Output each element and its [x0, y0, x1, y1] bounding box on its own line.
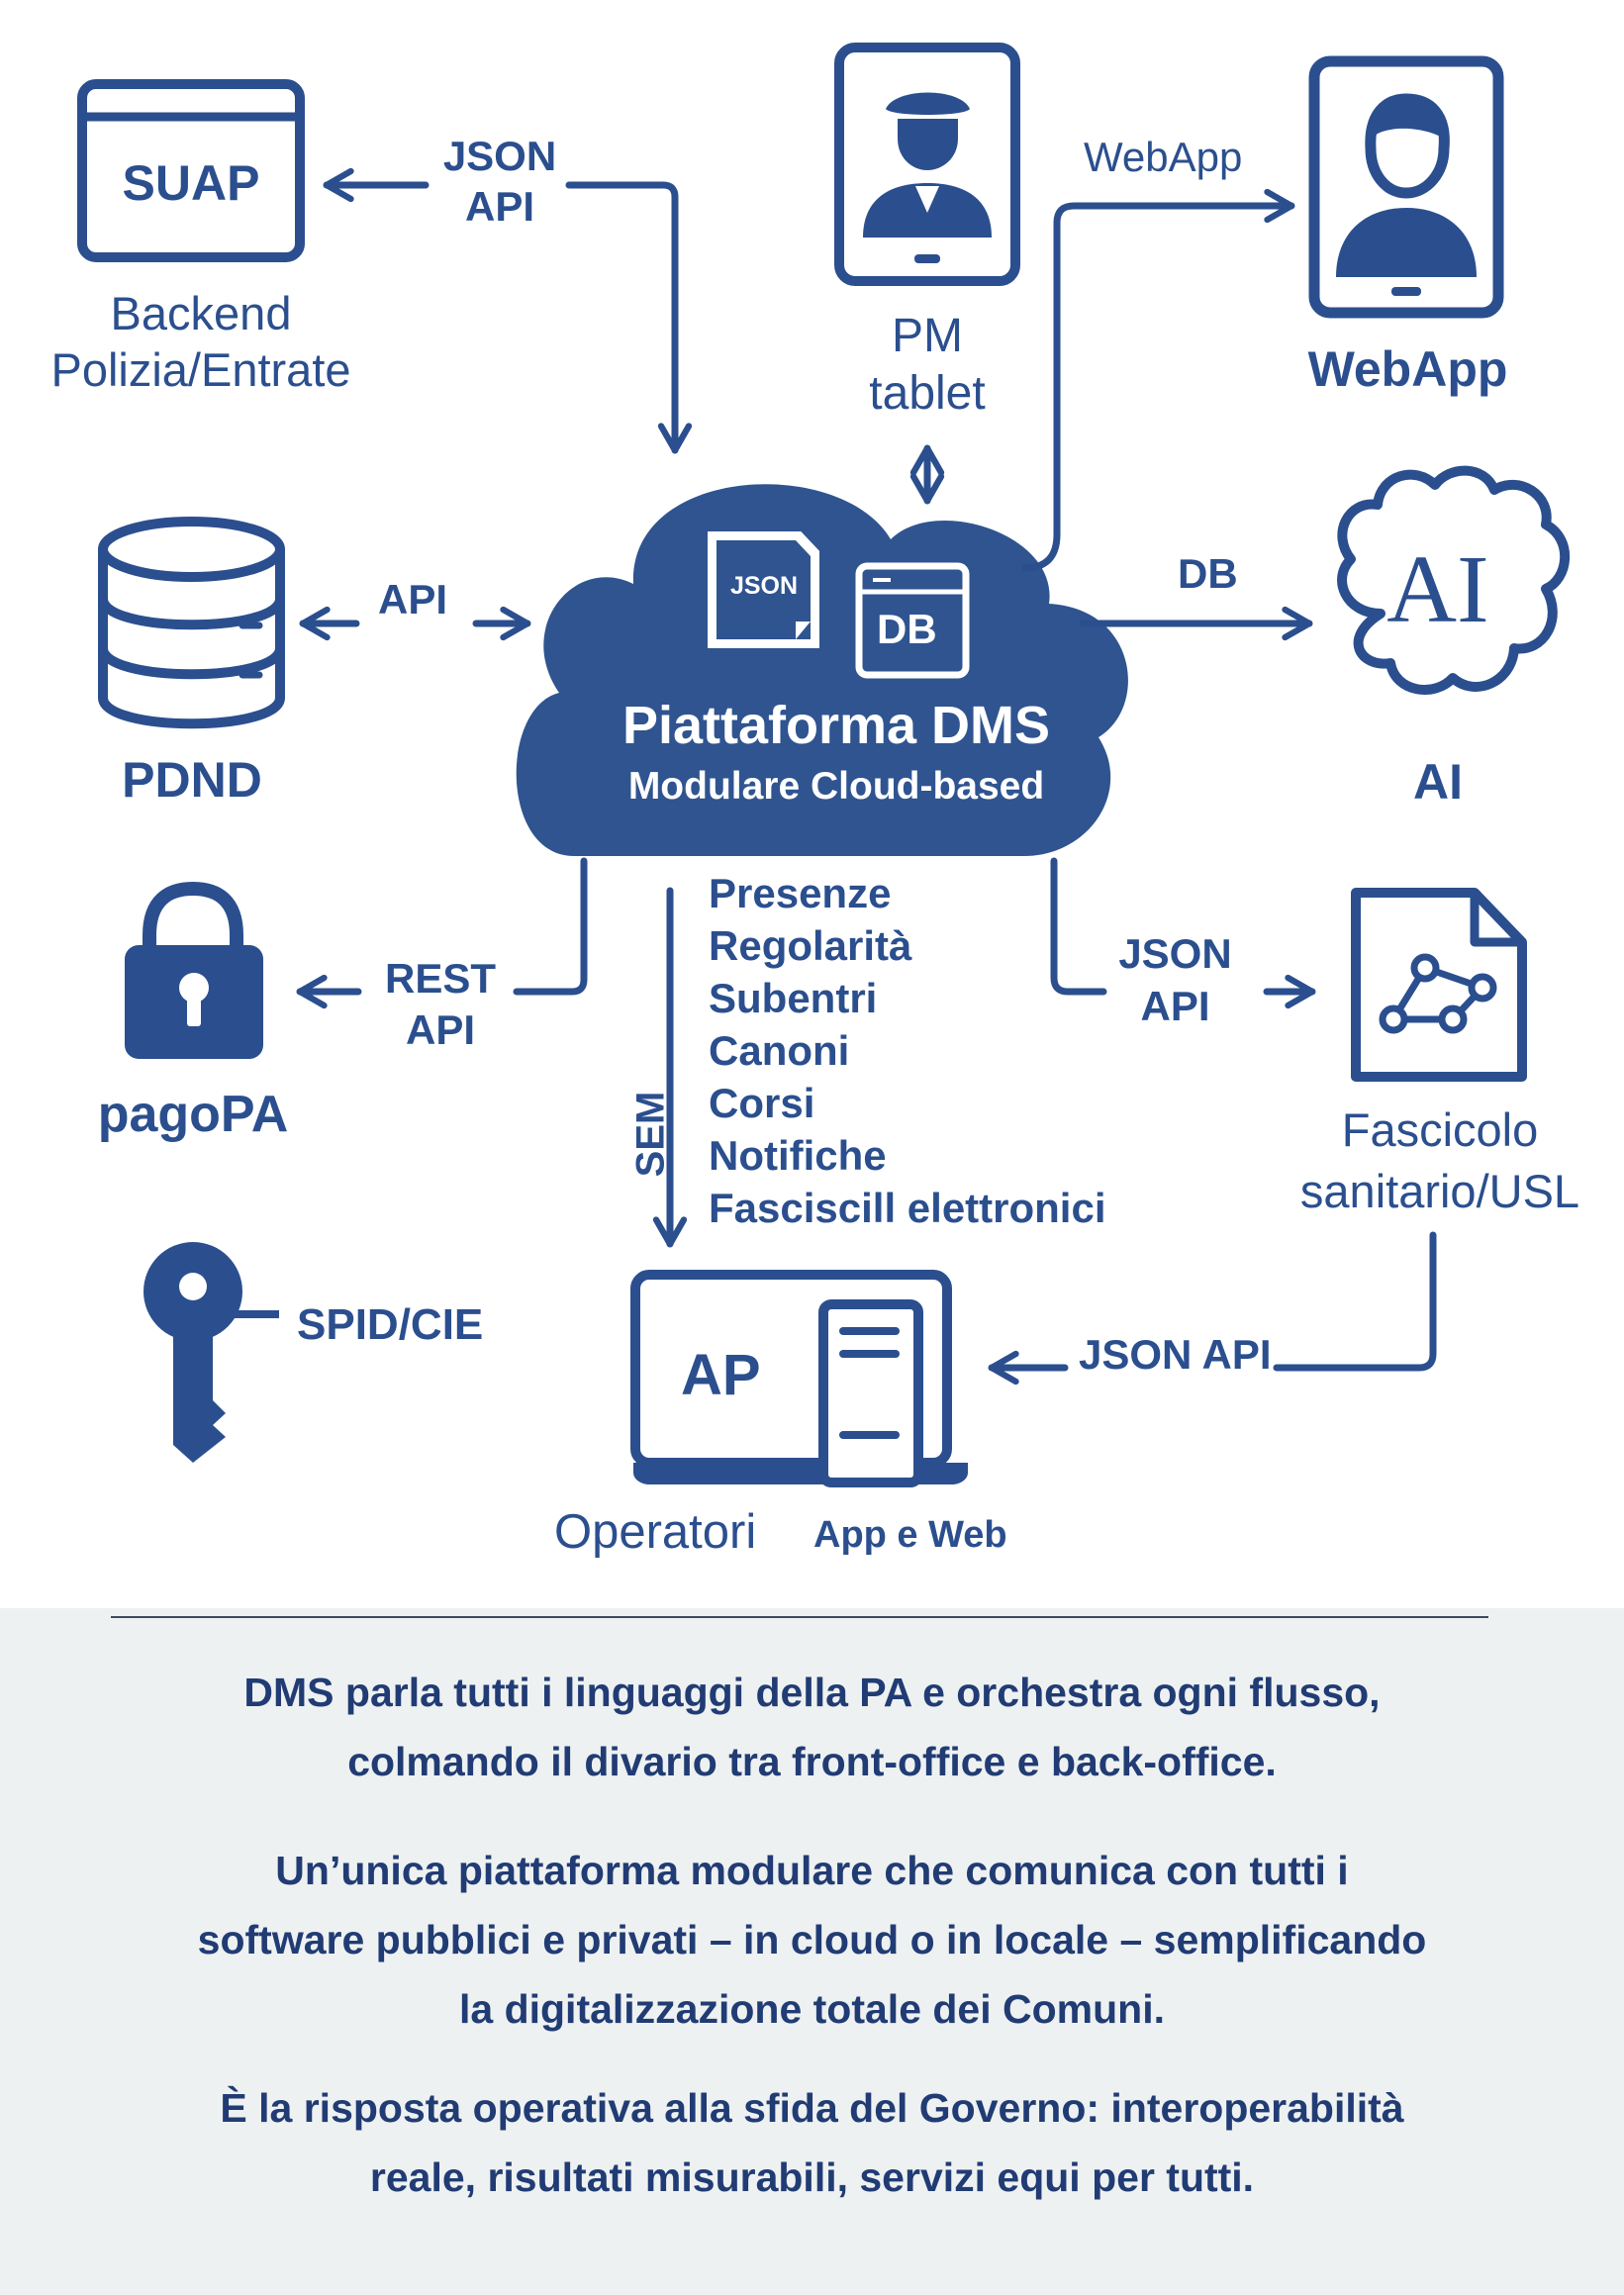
service-item: Fasciscill elettronici: [709, 1185, 1106, 1231]
connector-label-fascicolo-2: API: [1140, 983, 1210, 1029]
connector-label-pdnd: API: [378, 576, 448, 622]
connector-operatori: [1273, 1231, 1437, 1372]
connector-pagopa: [513, 857, 588, 996]
database-icon: [98, 517, 285, 729]
architecture-diagram: JSON DB Piattaforma DMS Modulare Cloud-b…: [50, 43, 1580, 1559]
connector-label-pagopa-2: API: [405, 1006, 475, 1053]
footer-p1-line1: DMS parla tutti i linguaggi della PA e o…: [243, 1670, 1381, 1715]
connector-webapp: [1020, 188, 1295, 572]
ai-icon-text: AI: [1386, 536, 1489, 643]
operatori-label: Operatori: [554, 1505, 757, 1559]
key-icon: [143, 1242, 279, 1463]
center-subtitle: Modulare Cloud-based: [627, 765, 1045, 808]
lock-icon: [125, 881, 263, 1059]
footer-p2-line1: Un’unica piattaforma modulare che comuni…: [275, 1848, 1349, 1893]
health-record-icon: [1351, 888, 1527, 1082]
suap-icon-text: SUAP: [122, 155, 260, 211]
connector-label-suap-1: JSON: [442, 133, 557, 179]
server-icon: [818, 1299, 923, 1487]
footer-p3-line2: reale, risultati misurabili, servizi equ…: [369, 2154, 1255, 2200]
service-item: Regolarità: [709, 922, 912, 969]
ai-label: AI: [1413, 754, 1463, 810]
footer: DMS parla tutti i linguaggi della PA e o…: [0, 1608, 1624, 2295]
footer-p2-line3: la digitalizzazione totale dei Comuni.: [458, 1986, 1165, 2032]
pm-tablet-label-line1: PM: [892, 310, 963, 362]
connector-label-suap-2: API: [464, 183, 534, 230]
connector-label-pagopa-1: REST: [384, 955, 496, 1002]
footer-paragraph-1: DMS parla tutti i linguaggi della PA e o…: [79, 1658, 1545, 1796]
webapp-label: WebApp: [1307, 341, 1508, 397]
suap-label-line1: Backend: [110, 287, 292, 339]
json-badge: JSON: [729, 572, 799, 600]
footer-paragraph-3: È la risposta operativa alla sfida del G…: [79, 2073, 1545, 2212]
connector-label-ai: DB: [1178, 550, 1238, 597]
connector-label-fascicolo-1: JSON: [1118, 930, 1232, 977]
fascicolo-label-line1: Fascicolo: [1341, 1103, 1539, 1156]
operatori-icon-text: AP: [681, 1343, 761, 1407]
footer-paragraph-2: Un’unica piattaforma modulare che comuni…: [79, 1836, 1545, 2044]
police-tablet-icon: [834, 43, 1020, 286]
service-item: Presenze: [709, 870, 892, 916]
services-list: Presenze Regolarità Subentri Canoni Cors…: [709, 867, 1106, 1234]
fascicolo-label-line2: sanitario/USL: [1299, 1165, 1580, 1217]
connector-suap-cloud: [565, 181, 693, 454]
footer-divider: [111, 1616, 1488, 1618]
db-window-icon: [855, 562, 970, 679]
operatori-label-small: App e Web: [813, 1514, 1007, 1556]
service-item: Notifiche: [709, 1132, 887, 1179]
connector-label-webapp: WebApp: [1084, 134, 1243, 180]
db-badge: DB: [877, 606, 937, 652]
service-item: Canoni: [709, 1027, 850, 1074]
footer-p1-line2: colmando il divario tra front-office e b…: [347, 1739, 1277, 1784]
center-title: Piattaforma DMS: [621, 696, 1051, 755]
user-tablet-icon: [1308, 55, 1504, 319]
footer-p3-line1: È la risposta operativa alla sfida del G…: [220, 2085, 1404, 2131]
suap-window-icon: [77, 79, 305, 262]
ai-brain-icon: [1337, 465, 1571, 695]
suap-label-line2: Polizia/Entrate: [50, 343, 351, 396]
connector-label-operatori: JSON API: [1079, 1331, 1272, 1378]
pdnd-label: PDND: [122, 752, 262, 808]
connector-fascicolo: [1050, 857, 1107, 996]
footer-p2-line2: software pubblici e privati – in cloud o…: [197, 1917, 1427, 1962]
cloud-icon: [516, 484, 1128, 856]
pm-tablet-label-line2: tablet: [869, 367, 986, 420]
spid-label: SPID/CIE: [297, 1300, 484, 1349]
service-item: Subentri: [709, 975, 878, 1021]
pagopa-label: pagoPA: [97, 1086, 289, 1143]
connector-label-sem: SEM: [628, 1091, 673, 1178]
service-item: Corsi: [709, 1080, 815, 1126]
json-doc-icon: [708, 531, 819, 648]
